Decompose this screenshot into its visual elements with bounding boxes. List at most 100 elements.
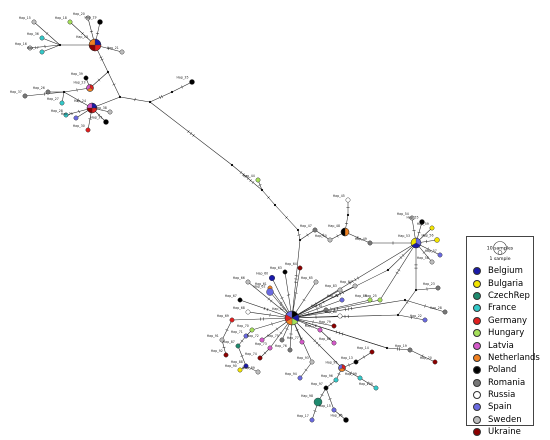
node-label: Hap_21 [107, 46, 119, 50]
node-label: Hap_50 [315, 234, 327, 238]
node-label: Hap_88 [231, 360, 243, 364]
node-label: Hap_85 [355, 294, 367, 298]
node-label: Hap_28 [51, 109, 63, 113]
haplotype-node [255, 369, 261, 375]
mutation-tick [320, 393, 324, 397]
haplotype-node [352, 283, 358, 289]
median-vector [62, 90, 66, 94]
legend-item-france: France [473, 302, 540, 314]
mutation-tick [239, 171, 243, 174]
haplotype-node [255, 177, 261, 183]
scale-circle-small [497, 250, 503, 255]
node-label: Hap_20 [73, 12, 85, 16]
mutation-tick [266, 307, 269, 312]
mutation-tick [335, 330, 338, 334]
network-edge [379, 242, 417, 301]
haplotype-node [357, 375, 363, 381]
node-label: Hap_89 [243, 366, 255, 370]
haplotype-node [442, 309, 448, 315]
mutation-tick [99, 56, 103, 59]
node-label: Hap_16 [330, 414, 342, 418]
pie-outline [410, 237, 422, 249]
legend-swatch [473, 353, 481, 362]
legend-label: Latvia [488, 340, 514, 351]
haplotype-node [429, 259, 435, 265]
haplotype-node [313, 397, 323, 407]
haplotype-node [103, 119, 109, 125]
node-label: Hap_54 [397, 212, 409, 216]
node-label: Hap_35 [176, 76, 188, 80]
node-label: Hap_60 [256, 271, 268, 275]
network-edge [247, 281, 293, 319]
mutation-tick [348, 363, 350, 367]
median-vector [230, 163, 234, 167]
mutation-tick [341, 291, 344, 295]
mutation-tick [427, 247, 429, 251]
node-label: Hap_69 [217, 314, 229, 318]
mutation-tick [314, 302, 318, 306]
node-label: Hap_28 [430, 306, 442, 310]
node-label: Hap_52 [272, 307, 284, 311]
legend-item-sweden: Sweden [473, 414, 540, 426]
node-label: Hap_49 [355, 237, 367, 241]
legend-item-hungary: Hungary [473, 327, 540, 339]
haplotype-node [243, 363, 249, 369]
legend-item-germany: Germany [473, 315, 540, 327]
haplotype-node [309, 359, 315, 365]
haplotype-node [343, 417, 349, 423]
legend-scale: 10 samples 1 sample [487, 241, 514, 262]
mutation-tick [160, 95, 163, 99]
node-label: Hap_92 [211, 349, 223, 353]
haplotype-node [229, 317, 235, 323]
mutation-tick [422, 234, 426, 237]
median-vector [414, 288, 418, 292]
haplotype-node [323, 307, 329, 313]
legend-label: Sweden [488, 414, 522, 425]
haplotype-node [45, 89, 51, 95]
haplotype-node [245, 309, 251, 315]
haplotype-node [223, 352, 229, 358]
mutation-tick [315, 341, 319, 345]
haplotype-node [67, 19, 73, 25]
mutation-tick [313, 410, 317, 412]
mutation-tick [344, 222, 349, 225]
median-vector [346, 213, 350, 217]
node-label: Hap_31 [90, 116, 102, 120]
mutation-tick [312, 320, 314, 324]
node-label: Hap_58 [417, 256, 429, 260]
haplotype-node [119, 49, 125, 55]
median-vector [260, 188, 264, 192]
mutation-tick [267, 196, 270, 199]
mutation-tick [405, 301, 409, 304]
node-label: Hap_55 [406, 216, 418, 220]
node-label: Hap_17 [27, 46, 39, 50]
median-vector [385, 346, 389, 350]
mutation-tick [317, 343, 321, 347]
node-label: Hap_73 [255, 342, 267, 346]
mutation-tick [304, 368, 308, 372]
node-label: Hap_80 [325, 310, 337, 314]
haplotype-node [367, 240, 373, 246]
mutation-tick [362, 355, 366, 359]
mutation-tick [258, 184, 262, 186]
median-vector [118, 95, 122, 99]
mutation-tick [95, 32, 100, 35]
haplotype-node [257, 355, 263, 361]
node-label: Hap_56 [421, 234, 433, 238]
node-label: Hap_19 [395, 344, 407, 348]
mutation-tick [249, 179, 252, 182]
legend-item-romania: Romania [473, 377, 540, 389]
haplotype-node [249, 327, 255, 333]
haplotype-node [279, 337, 285, 343]
mutation-tick [78, 109, 80, 114]
haplotype-node [409, 215, 415, 221]
haplotype-node [107, 109, 113, 115]
mutation-tick [225, 329, 229, 331]
legend-label: France [488, 303, 517, 314]
legend-swatch [473, 279, 481, 288]
haplotype-node [63, 112, 69, 118]
haplotype-node [323, 385, 329, 391]
legend-swatch [473, 329, 481, 338]
